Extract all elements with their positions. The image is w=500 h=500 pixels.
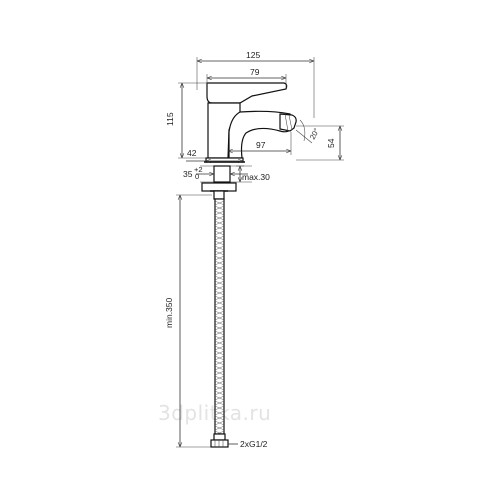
dimension-label: max.30 xyxy=(242,172,270,182)
dimension-label: min.350 xyxy=(164,297,174,328)
dimension-125: 125 xyxy=(196,50,315,118)
dimension-label: 20° xyxy=(308,127,321,141)
fixing-nut xyxy=(201,182,237,192)
dimension-label: 97 xyxy=(256,140,266,150)
dimension-42: 42 xyxy=(186,148,243,161)
dimension-label: 42 xyxy=(187,148,197,158)
dimension-20-degrees: 20° xyxy=(295,119,321,144)
dimension-label: 79 xyxy=(250,67,260,77)
dimension-min-350: min.350 xyxy=(164,194,212,448)
hose-fitting xyxy=(213,433,226,441)
dimension-label: 35 xyxy=(183,169,193,179)
flexible-hose xyxy=(210,198,229,448)
dimension-2xg1-2: 2xG1/2 xyxy=(228,439,268,449)
mounting-assembly xyxy=(200,165,252,200)
aerator xyxy=(279,113,297,132)
dimension-115: 115 xyxy=(165,82,207,159)
faucet-body xyxy=(204,82,297,163)
dimension-79: 79 xyxy=(206,67,287,88)
dimension-97: 97 xyxy=(228,132,292,155)
lever-handle xyxy=(206,82,288,104)
dimension-54: 54 xyxy=(296,125,344,161)
tolerance-plus: +2 xyxy=(194,165,203,174)
dimension-label: 115 xyxy=(165,112,175,126)
tolerance-minus: 0 xyxy=(195,172,199,181)
faucet-spout xyxy=(228,110,291,159)
dimension-label: 54 xyxy=(326,138,336,148)
dimension-max-30: max.30 xyxy=(236,165,270,182)
dimension-label: 2xG1/2 xyxy=(240,439,268,449)
dimension-label: 125 xyxy=(246,50,260,60)
